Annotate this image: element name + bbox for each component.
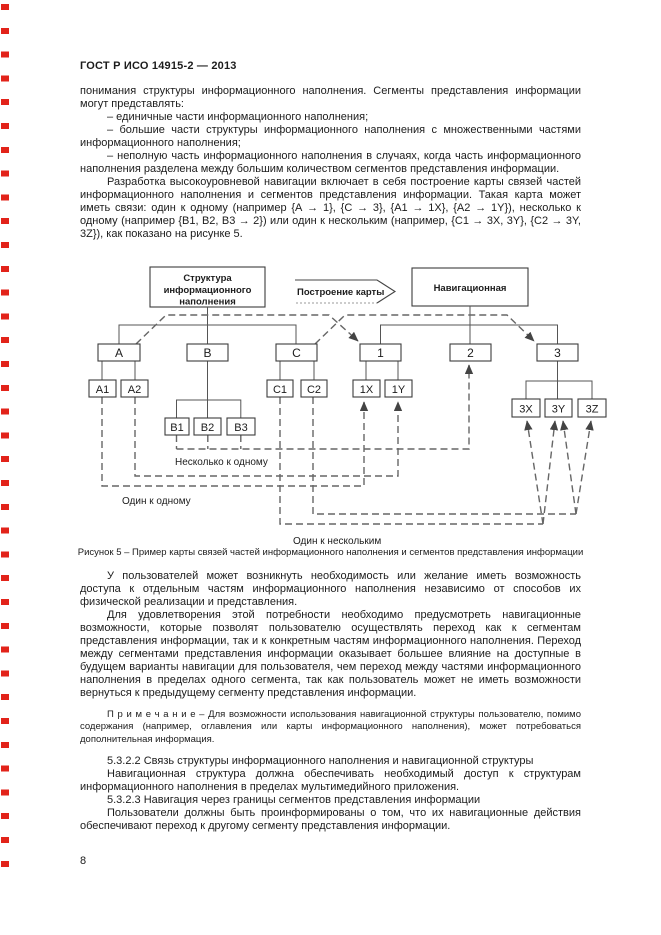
node-2: 2 — [467, 346, 474, 360]
node-1y: 1Y — [392, 384, 406, 396]
node-a1: A1 — [96, 384, 109, 396]
node-b3-box — [226, 417, 256, 436]
heading-5322: 5.3.2.2 Связь структуры информационного … — [107, 755, 534, 767]
node-1x-box — [352, 379, 381, 398]
node-b2-box — [193, 417, 222, 436]
node-a2: A2 — [128, 384, 141, 396]
node-a1-box — [88, 379, 117, 398]
paragraph-access: У пользователей может возникнуть необход… — [80, 570, 581, 608]
node-1: 1 — [377, 346, 384, 360]
page-number: 8 — [80, 855, 87, 867]
heading-5323: 5.3.2.3 Навигация через границы сегменто… — [107, 794, 481, 806]
note-block: П р и м е ч а н и е – Для возможности ис… — [80, 709, 581, 746]
node-a-box — [97, 343, 141, 362]
node-c1: C1 — [273, 384, 287, 396]
intro-text: понимания структуры информационного напо… — [80, 85, 581, 241]
node-3x: 3X — [519, 404, 533, 416]
node-c2: C2 — [307, 384, 321, 396]
node-3z-box — [577, 398, 607, 418]
paragraph-5322: Навигационная структура должна обеспечив… — [80, 768, 581, 793]
node-b-box — [186, 343, 229, 362]
node-3y: 3Y — [552, 404, 566, 416]
node-b: B — [203, 346, 211, 360]
page-title: ГОСТ Р ИСО 14915-2 — 2013 — [80, 60, 237, 72]
section-block: 5.3.2.2 Связь структуры информационного … — [80, 755, 581, 833]
node-1-box — [359, 343, 402, 362]
paragraph-development: Разработка высокоуровневой навигации вкл… — [80, 176, 581, 240]
label-one-to-one: Один к одному — [122, 496, 191, 507]
content-structure-label-1: Структура — [183, 273, 232, 284]
body-text-1: У пользователей может возникнуть необход… — [80, 570, 581, 609]
node-b1: B1 — [170, 422, 183, 434]
node-1x: 1X — [360, 384, 374, 396]
content-structure-label-2: информационного — [164, 285, 252, 296]
node-a2-box — [120, 379, 149, 398]
node-c-box — [275, 343, 318, 362]
node-3x-box — [511, 398, 541, 418]
paragraph-5323: Пользователи должны быть проинформирован… — [80, 807, 581, 832]
content-structure-label-3: наполнения — [179, 297, 236, 308]
node-c1-box — [266, 379, 294, 398]
figure-5-diagram: Структура информационного наполнения Пос… — [88, 266, 607, 547]
node-b3: B3 — [234, 422, 247, 434]
node-3-box — [536, 343, 579, 362]
edge-scan-marks — [1, 4, 9, 876]
bullet-item: – неполную часть информационного наполне… — [80, 150, 581, 175]
label-many-to-one: Несколько к одному — [175, 457, 268, 468]
bullet-item: – единичные части информационного наполн… — [107, 111, 369, 123]
node-3y-box — [544, 398, 573, 418]
map-building-arrow-shape — [295, 279, 397, 304]
label-one-to-many: Один к нескольким — [293, 536, 381, 547]
node-c: C — [292, 346, 301, 360]
node-a: A — [115, 346, 123, 360]
paragraph-navigation: Для удовлетворения этой потребности необ… — [80, 609, 581, 699]
map-building-arrow-label: Построение карты — [297, 287, 384, 298]
bullet-item: – большие части структуры информационног… — [80, 124, 581, 149]
mapping-lines — [101, 314, 594, 525]
node-3z: 3Z — [586, 404, 599, 416]
node-b1-box — [164, 417, 190, 436]
navigation-structure-box — [411, 267, 529, 307]
body-text-2: Для удовлетворения этой потребности необ… — [80, 609, 581, 700]
note-text: П р и м е ч а н и е – Для возможности ис… — [80, 709, 581, 745]
paragraph-lead: понимания структуры информационного напо… — [80, 85, 581, 110]
content-tree-lines — [101, 307, 315, 418]
node-2-box — [449, 343, 492, 362]
node-1y-box — [384, 379, 413, 398]
navigation-structure-label: Навигационная — [434, 283, 507, 294]
figure-caption: Рисунок 5 – Пример карты связей частей и… — [77, 547, 584, 558]
navigation-tree-lines — [365, 306, 593, 399]
node-b2: B2 — [201, 422, 214, 434]
node-c2-box — [300, 379, 328, 398]
node-3: 3 — [554, 346, 561, 360]
